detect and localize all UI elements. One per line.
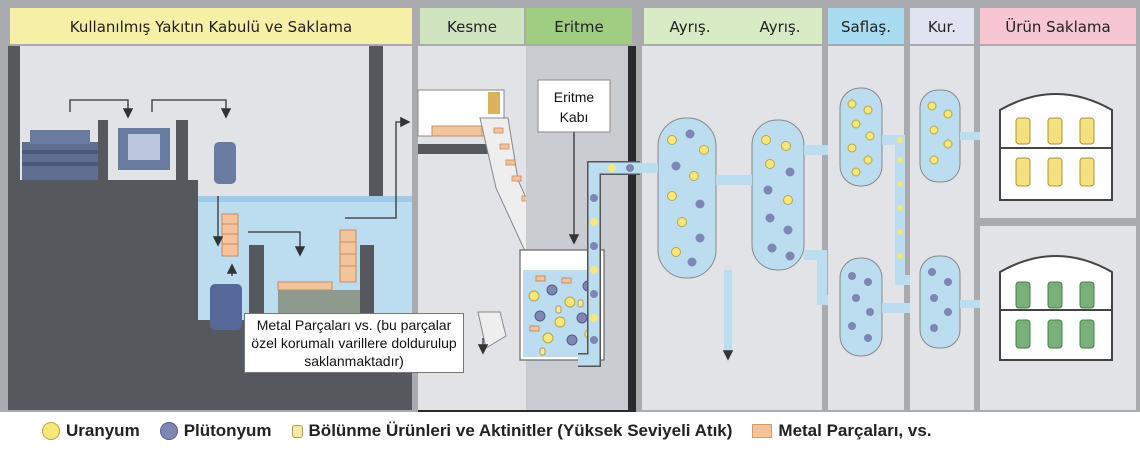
purification-pipe-beads bbox=[897, 137, 903, 259]
uranium-swatch-icon bbox=[42, 422, 60, 440]
section-separation bbox=[640, 46, 840, 410]
stage-headers: Kullanılmış Yakıtın Kabulü ve Saklama Ke… bbox=[10, 8, 1136, 44]
metal-swatch-icon bbox=[752, 424, 773, 438]
plutonium-product-storage bbox=[999, 255, 1113, 361]
open-cask bbox=[118, 128, 170, 170]
fuel-container bbox=[214, 142, 236, 184]
uranium-product-storage bbox=[999, 93, 1113, 201]
plutonium-swatch-icon bbox=[159, 422, 178, 440]
section-drying bbox=[910, 46, 984, 410]
fuel-assembly-stack-2 bbox=[339, 229, 357, 283]
header-cutting: Kesme bbox=[447, 18, 497, 36]
crucible-label-line2: Kabı bbox=[560, 109, 589, 125]
fuel-assembly-stack-1 bbox=[221, 213, 239, 257]
fission-swatch-icon bbox=[291, 424, 303, 438]
header-separation-2: Ayrış. bbox=[759, 18, 800, 36]
legend-fission-label: Bölünme Ürünleri ve Aktinitler (Yüksek S… bbox=[308, 421, 733, 440]
legend-plutonium: Plütonyum bbox=[159, 421, 272, 441]
legend-metal-label: Metal Parçaları, vs. bbox=[778, 421, 932, 440]
legend: Uranyum Plütonyum Bölünme Ürünleri ve Ak… bbox=[0, 412, 1140, 450]
header-melting: Eritme bbox=[554, 18, 604, 36]
column-1-beads bbox=[667, 129, 709, 267]
metal-parts-note: Metal Parçaları vs. (bu parçalar özel ko… bbox=[244, 313, 464, 373]
section-storage bbox=[980, 46, 1136, 410]
legend-uranium: Uranyum bbox=[42, 421, 140, 441]
column-2-beads bbox=[761, 135, 795, 261]
section-melting bbox=[418, 46, 640, 412]
header-receiving: Kullanılmış Yakıtın Kabulü ve Saklama bbox=[70, 18, 352, 36]
header-separation-1: Ayrış. bbox=[669, 18, 710, 36]
cask-truck bbox=[22, 130, 98, 180]
legend-metal: Metal Parçaları, vs. bbox=[752, 421, 932, 441]
purification-beads bbox=[847, 99, 875, 342]
legend-fission: Bölünme Ürünleri ve Aktinitler (Yüksek S… bbox=[291, 421, 733, 441]
legend-uranium-label: Uranyum bbox=[66, 421, 140, 440]
drying-beads bbox=[927, 101, 953, 332]
header-purification: Saflaş. bbox=[841, 18, 891, 36]
pipe-beads-melting bbox=[590, 164, 634, 344]
legend-plutonium-label: Plütonyum bbox=[183, 421, 272, 440]
section-purification bbox=[828, 46, 920, 410]
header-storage: Ürün Saklama bbox=[1005, 17, 1111, 36]
header-drying: Kur. bbox=[928, 18, 956, 36]
crucible-label-line1: Eritme bbox=[554, 89, 595, 105]
